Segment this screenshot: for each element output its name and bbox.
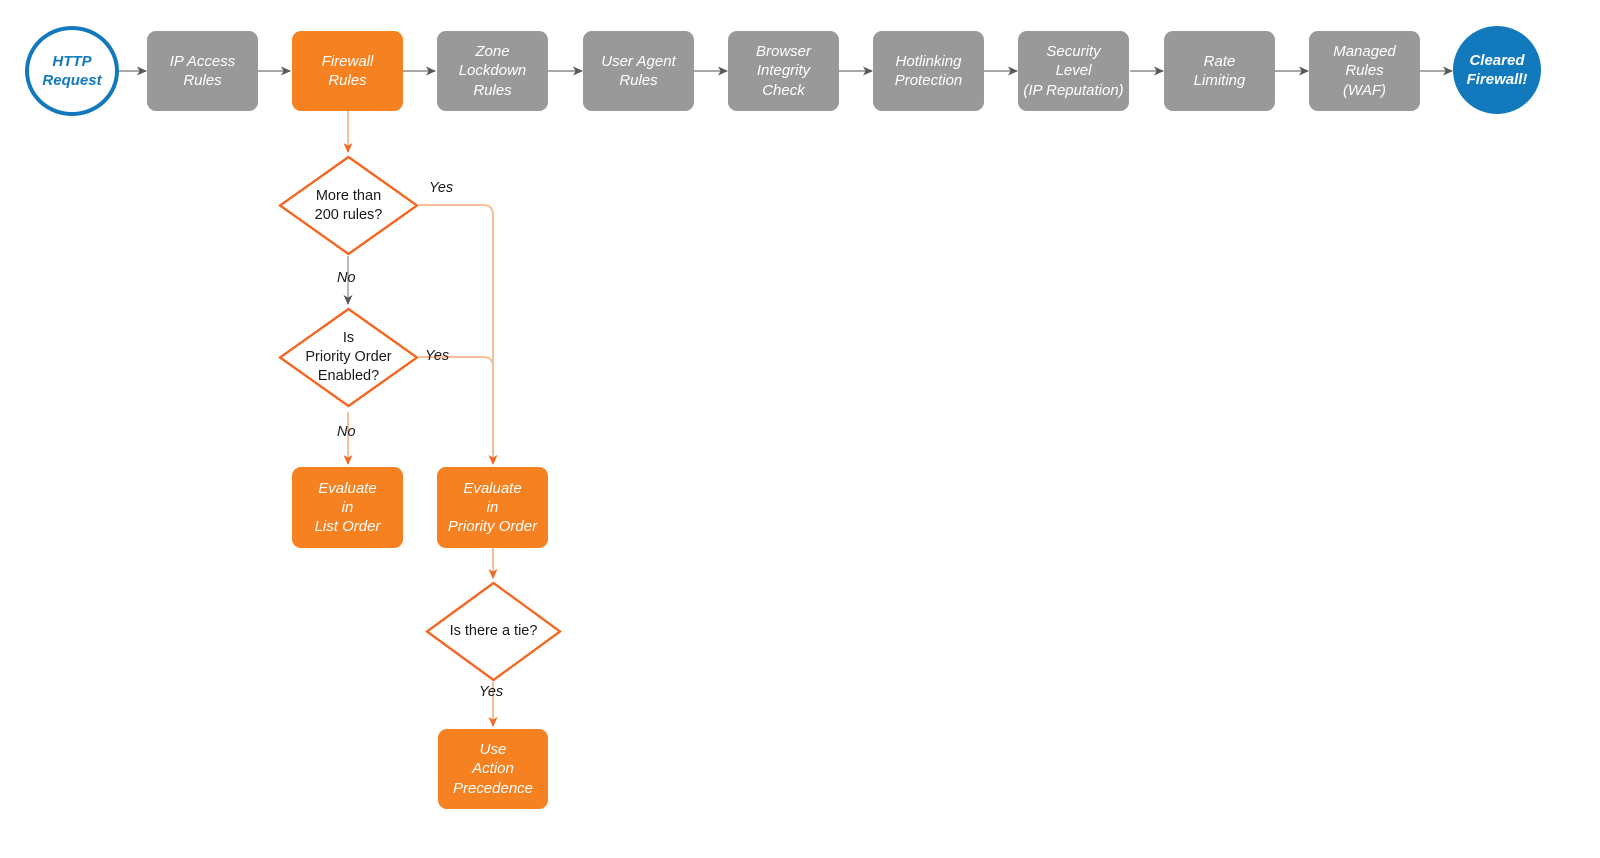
node-more-than-200-rules-label: More than 200 rules?	[314, 187, 383, 223]
node-use-action-precedence[interactable]: Use Action Precedence	[438, 729, 548, 809]
edge-label-rules-count-yes: Yes	[429, 180, 454, 196]
node-http-request[interactable]: HTTP Request	[25, 26, 119, 116]
diamond-shape-rules-count	[278, 155, 419, 256]
node-hotlinking-protection-label: Hotlinking Protection	[894, 52, 963, 89]
node-browser-integrity-check-label: Browser Integrity Check	[755, 43, 811, 99]
node-user-agent-rules[interactable]: User Agent Rules	[583, 31, 694, 111]
node-cleared-firewall-label: Cleared Firewall!	[1466, 51, 1528, 88]
node-cleared-firewall[interactable]: Cleared Firewall!	[1453, 26, 1541, 114]
edge-label-priority-no: No	[337, 424, 356, 440]
edge-label-rules-count-no: No	[337, 270, 356, 286]
node-zone-lockdown-rules-label: Zone Lockdown Rules	[458, 43, 527, 99]
node-firewall-rules-label: Firewall Rules	[321, 52, 374, 89]
edge-priority-yes	[419, 356, 494, 430]
edge-label-priority-yes: Yes	[425, 348, 450, 364]
node-hotlinking-protection[interactable]: Hotlinking Protection	[873, 31, 984, 111]
node-is-there-a-tie-label: Is there a tie?	[449, 623, 538, 640]
node-ip-access-rules-label: IP Access Rules	[169, 52, 236, 89]
node-evaluate-in-list-order[interactable]: Evaluate in List Order	[292, 467, 403, 548]
node-evaluate-in-priority-order-label: Evaluate in Priority Order	[447, 479, 538, 536]
node-managed-rules-waf-label: Managed Rules (WAF)	[1333, 43, 1396, 99]
node-use-action-precedence-label: Use Action Precedence	[452, 741, 534, 797]
node-rate-limiting-label: Rate Limiting	[1193, 52, 1246, 89]
node-browser-integrity-check[interactable]: Browser Integrity Check	[728, 31, 839, 111]
edge-label-tie-yes: Yes	[479, 684, 504, 700]
node-managed-rules-waf[interactable]: Managed Rules (WAF)	[1309, 31, 1420, 111]
diamond-shape-tie	[425, 581, 562, 682]
node-http-request-label: HTTP Request	[42, 52, 102, 89]
node-evaluate-in-list-order-label: Evaluate in List Order	[314, 479, 381, 536]
node-rate-limiting[interactable]: Rate Limiting	[1164, 31, 1275, 111]
node-security-level[interactable]: Security Level (IP Reputation)	[1018, 31, 1129, 111]
node-user-agent-rules-label: User Agent Rules	[601, 52, 676, 89]
node-firewall-rules[interactable]: Firewall Rules	[292, 31, 403, 111]
node-is-there-a-tie[interactable]: Is there a tie?	[425, 581, 562, 682]
node-ip-access-rules[interactable]: IP Access Rules	[147, 31, 258, 111]
edge-rules-count-yes	[419, 204, 498, 465]
node-security-level-label: Security Level (IP Reputation)	[1023, 43, 1124, 99]
node-is-priority-order-enabled[interactable]: Is Priority Order Enabled?	[278, 307, 419, 408]
node-zone-lockdown-rules[interactable]: Zone Lockdown Rules	[437, 31, 548, 111]
node-more-than-200-rules[interactable]: More than 200 rules?	[278, 155, 419, 256]
diamond-shape-priority-order	[278, 307, 419, 408]
node-is-priority-order-enabled-label: Is Priority Order Enabled?	[305, 330, 392, 384]
node-evaluate-in-priority-order[interactable]: Evaluate in Priority Order	[437, 467, 548, 548]
